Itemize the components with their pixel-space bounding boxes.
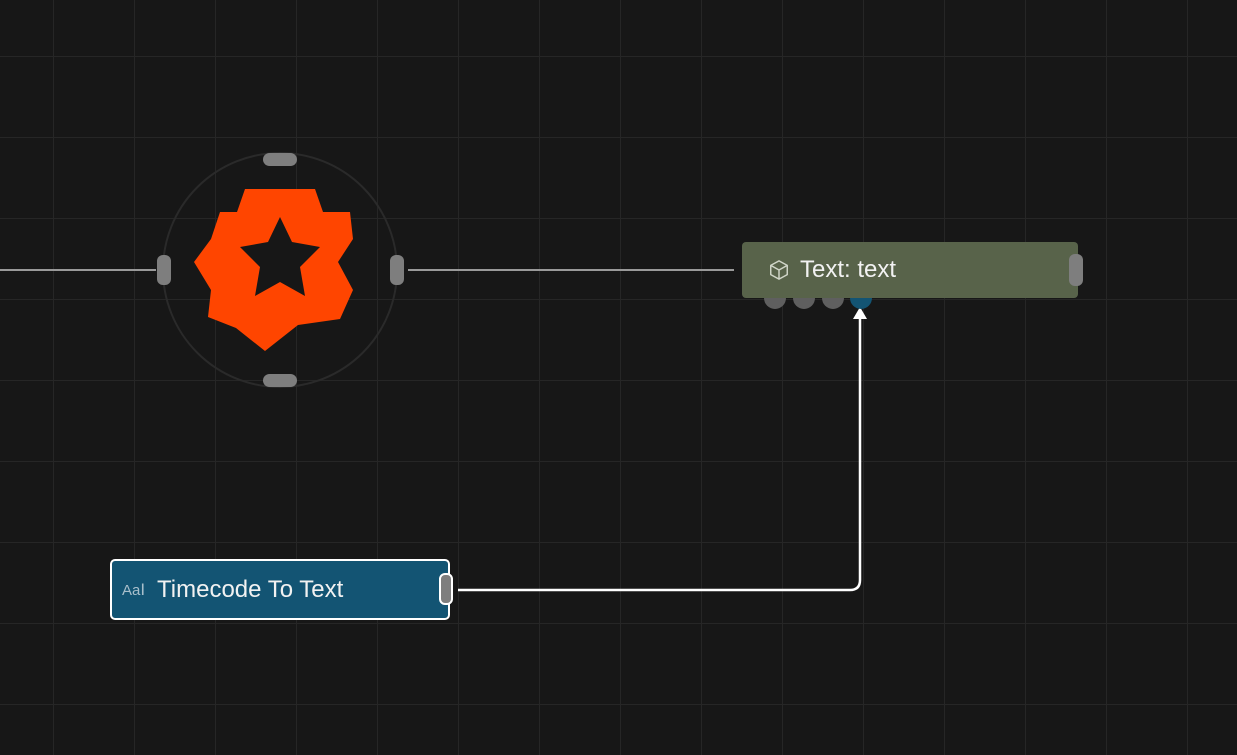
logo-output-port[interactable] [390, 255, 404, 285]
logo-bottom-port[interactable] [263, 374, 297, 387]
logo-icon[interactable] [194, 189, 353, 351]
wire-timecode-to-text[interactable] [458, 318, 862, 592]
timecode-node-title: Timecode To Text [157, 576, 344, 603]
logo-input-port[interactable] [157, 255, 171, 285]
wire-arrowhead [853, 307, 867, 319]
logo-top-port[interactable] [263, 153, 297, 166]
cube-icon [770, 260, 788, 280]
text-node-output-port[interactable] [1069, 254, 1083, 286]
timecode-node-output-port[interactable] [439, 573, 453, 605]
timecode-to-text-node[interactable]: AaI Timecode To Text [110, 559, 453, 620]
text-node-title: Text: text [800, 256, 897, 283]
text-type-icon: AaI [122, 580, 146, 599]
text-node[interactable]: Text: text [742, 242, 1083, 298]
